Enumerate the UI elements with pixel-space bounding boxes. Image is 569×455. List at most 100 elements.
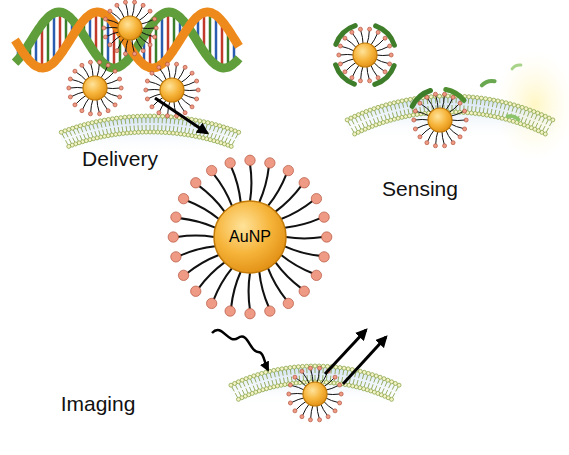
ligand-chain: [101, 98, 108, 110]
lipid-tail: [512, 107, 513, 112]
analyte-strand: [482, 81, 495, 85]
lipid-head: [313, 364, 317, 368]
lipid-head: [67, 127, 71, 131]
ligand-chain: [290, 393, 304, 395]
lipid-tail: [400, 111, 401, 116]
lipid-tail: [213, 127, 215, 132]
ligand-head: [178, 193, 188, 203]
lipid-tail: [480, 100, 482, 105]
analyte-strand: [376, 26, 395, 45]
ligand-head: [190, 71, 194, 75]
gold-core: [160, 78, 184, 102]
lipid-head: [240, 378, 244, 382]
ligand-head: [433, 92, 437, 96]
gold-nanoparticle: [287, 366, 343, 422]
lipid-tail: [182, 120, 184, 125]
ligand-head: [88, 60, 92, 64]
ligand-chain: [346, 39, 357, 48]
lipid-tail: [85, 127, 87, 132]
lipid-tail: [352, 120, 354, 124]
lipid-tail: [524, 111, 526, 116]
ligand-chain: [97, 99, 99, 113]
lipid-tail: [543, 126, 545, 130]
lipid-head: [492, 98, 496, 102]
ligand-chain: [451, 120, 465, 122]
lipid-head: [516, 104, 520, 108]
lipid-tail: [178, 120, 180, 125]
ligand-head: [123, 0, 127, 4]
ligand-head: [150, 105, 154, 109]
lipid-tail: [177, 127, 179, 132]
ligand-chain: [118, 6, 125, 18]
ligand-chain: [198, 262, 224, 288]
lipid-head: [160, 130, 164, 134]
lipid-head: [376, 105, 380, 109]
lipid-tail: [377, 117, 379, 122]
lipid-head: [236, 397, 240, 401]
lipid-tail: [99, 130, 100, 135]
lipid-tail: [360, 381, 361, 386]
ligand-chain: [446, 98, 453, 110]
ligand-chain: [303, 372, 310, 384]
lipid-head: [179, 132, 183, 136]
lipid-tail: [379, 109, 381, 114]
lipid-head: [110, 133, 114, 137]
lipid-tail: [80, 135, 82, 140]
gold-core: [118, 16, 142, 40]
ligand-head: [412, 118, 416, 122]
gold-core: [428, 108, 452, 132]
lipid-tail: [97, 124, 98, 129]
ligand-chain: [179, 218, 215, 228]
lipid-head: [400, 99, 404, 103]
lipid-tail: [364, 382, 365, 387]
lipid-tail: [390, 106, 391, 111]
lipid-head: [127, 115, 131, 119]
lipid-tail: [366, 375, 367, 380]
lipid-head: [356, 113, 360, 117]
lipid-tail: [342, 370, 344, 375]
ligand-chain: [140, 19, 153, 24]
lipid-tail: [315, 368, 316, 373]
lipid-tail: [311, 375, 312, 380]
lipid-tail: [243, 382, 245, 387]
ligand-head: [376, 76, 380, 80]
lipid-head: [167, 131, 171, 135]
lipid-tail: [487, 108, 489, 113]
lipid-tail: [338, 370, 340, 375]
lipid-head: [148, 114, 152, 118]
ligand-chain: [367, 30, 369, 44]
glow: [495, 50, 569, 160]
lipid-tail: [62, 134, 64, 138]
ligand-chain: [417, 111, 430, 116]
lipid-tail: [161, 125, 162, 130]
lipid-tail: [69, 139, 71, 143]
lipid-head: [248, 375, 252, 379]
lipid-tail: [225, 138, 227, 143]
lipid-tail: [257, 384, 259, 389]
lipid-head: [342, 366, 346, 370]
ligand-head: [333, 375, 337, 379]
lipid-tail: [451, 105, 452, 110]
lipid-tail: [366, 121, 368, 126]
lipid-head: [67, 144, 71, 148]
lipid-head: [378, 375, 382, 379]
ligand-head: [300, 415, 304, 419]
ligand-head: [288, 383, 292, 387]
ligand-chain: [178, 68, 185, 80]
ligand-head: [311, 270, 321, 280]
ligand-chain: [323, 378, 334, 387]
ligand-chain: [149, 81, 162, 86]
ligand-chain: [361, 30, 363, 44]
lipid-head: [386, 378, 390, 382]
lipid-head: [492, 115, 496, 119]
ligand-chain: [132, 39, 134, 53]
lipid-head: [152, 114, 156, 118]
lipid-head: [392, 117, 396, 121]
lipid-head: [140, 114, 144, 118]
ligand-chain: [268, 268, 287, 300]
lipid-tail: [222, 136, 224, 141]
lipid-head: [500, 100, 504, 104]
lipid-head: [404, 115, 408, 119]
ligand-chain: [231, 272, 241, 308]
lipid-tail: [242, 390, 244, 395]
